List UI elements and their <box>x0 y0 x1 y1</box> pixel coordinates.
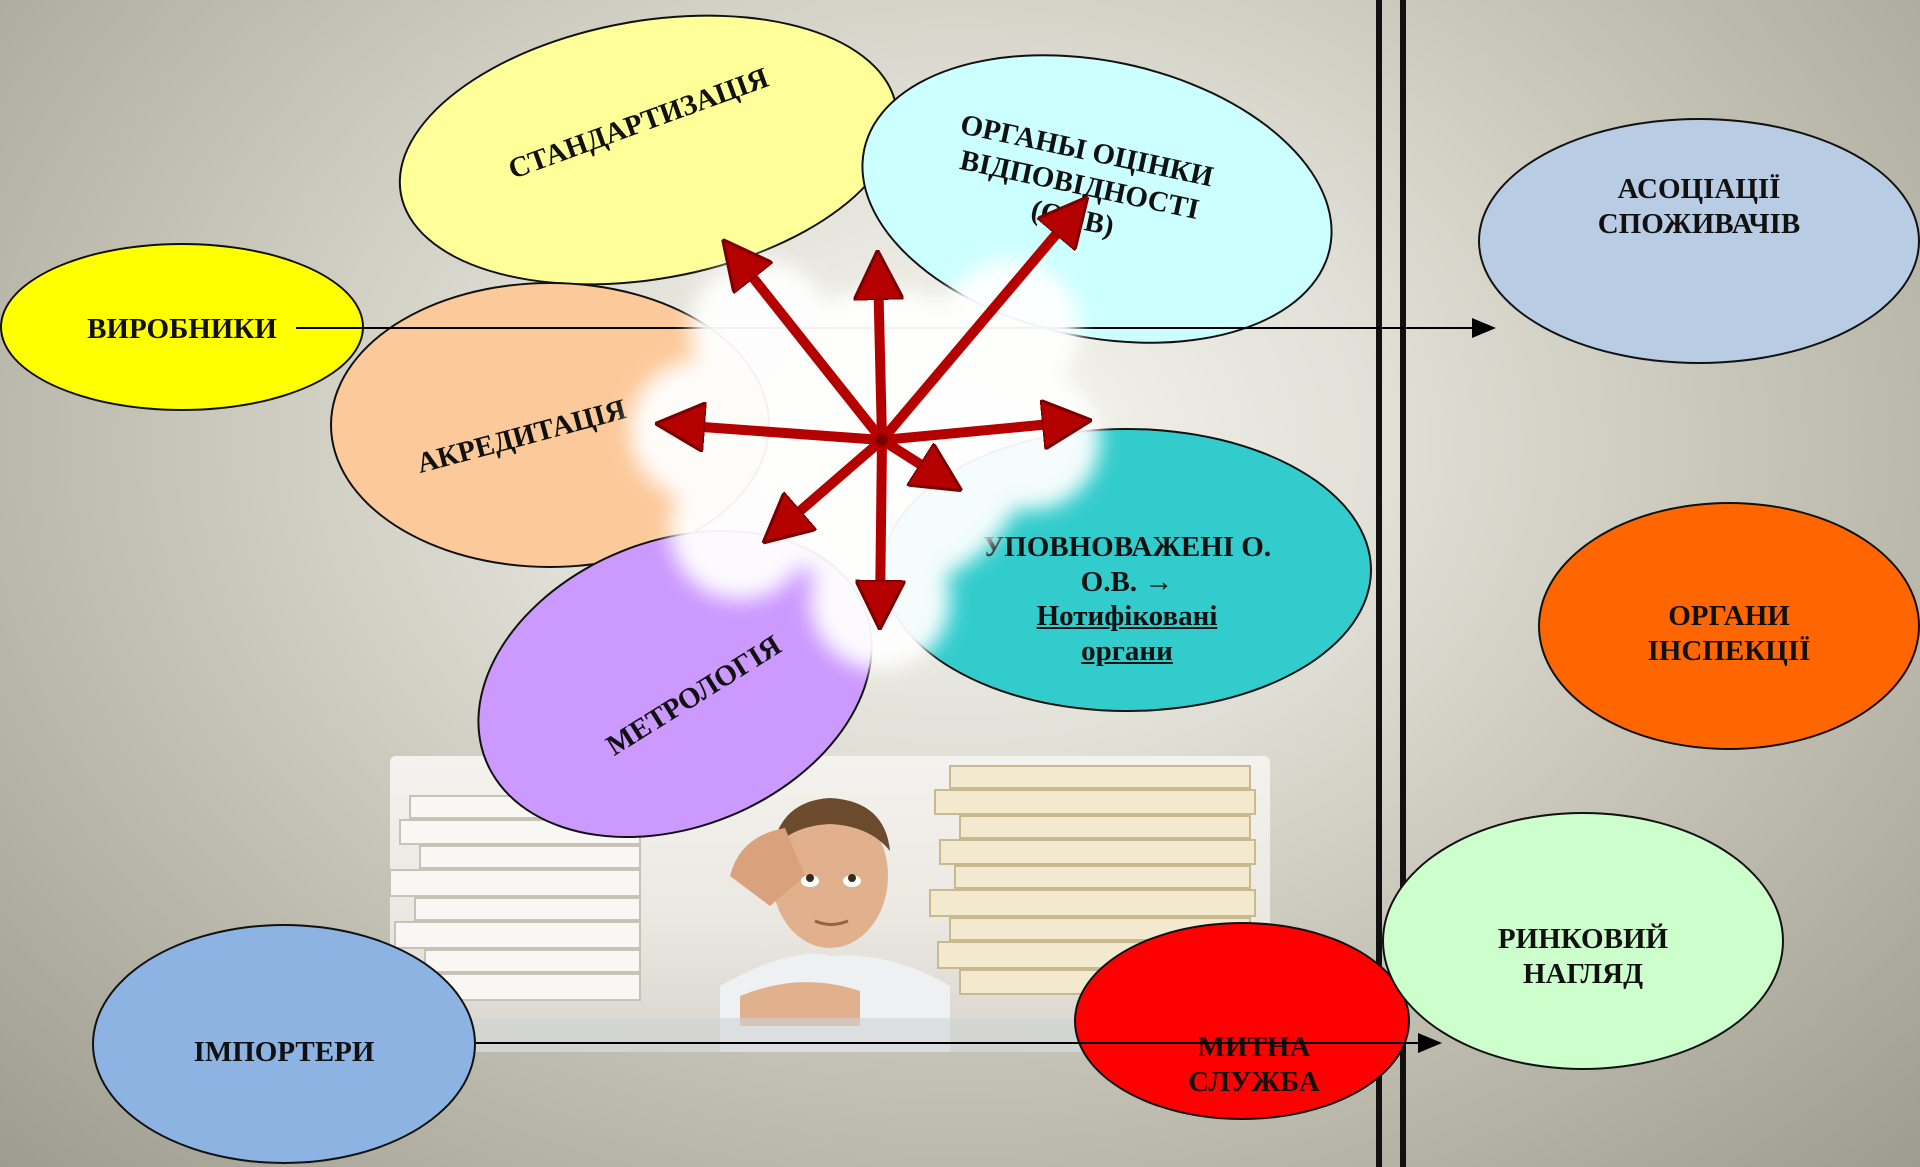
label-upovnovazheni: УПОВНОВАЖЕНІ О. О.В. → Нотифіковані орга… <box>983 495 1271 669</box>
label-mytna-sluzhba: МИТНА СЛУЖБА <box>1188 1031 1320 1098</box>
starburst-arrows-icon <box>630 212 1100 670</box>
node-organy-inspektsii: ОРГАНИ ІНСПЕКЦІЇ <box>1538 502 1920 750</box>
node-mytna-sluzhba: МИТНА СЛУЖБА <box>1074 922 1410 1120</box>
label-rynkovyi-nahliad: РИНКОВИЙ НАГЛЯД <box>1497 923 1669 990</box>
node-asotsiatsii: АСОЦІАЦІЇ СПОЖИВАЧІВ <box>1478 118 1920 364</box>
label-vyrobnyky: ВИРОБНИКИ <box>87 312 277 345</box>
node-importery: ІМПОРТЕРИ <box>92 924 476 1164</box>
label-asotsiatsii: АСОЦІАЦІЇ СПОЖИВАЧІВ <box>1597 173 1801 240</box>
divider-line-right <box>1400 0 1406 1167</box>
label-upovnovazheni-main: УПОВНОВАЖЕНІ О. О.В. → <box>982 530 1272 598</box>
divider-line-left <box>1376 0 1382 1167</box>
node-rynkovyi-nahliad: РИНКОВИЙ НАГЛЯД <box>1382 812 1784 1070</box>
link-notyfikovani-organy[interactable]: Нотифіковані органи <box>1036 600 1218 668</box>
label-organy-inspektsii: ОРГАНИ ІНСПЕКЦІЇ <box>1647 600 1811 667</box>
label-importery: ІМПОРТЕРИ <box>193 1035 375 1068</box>
